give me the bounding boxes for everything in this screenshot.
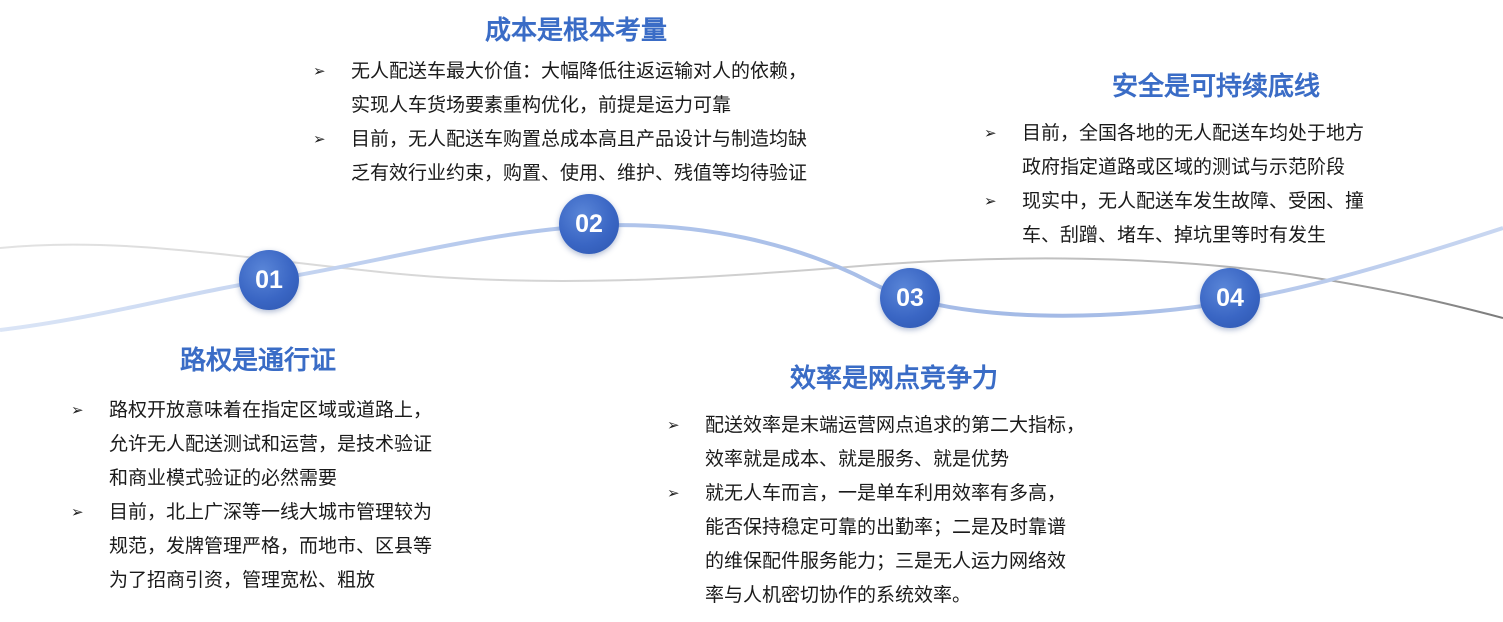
section-title: 路权是通行证: [180, 346, 337, 376]
arrow-bullet-icon: ➢: [667, 484, 680, 502]
bullet-list: ➢ 无人配送车最大价值：大幅降低往返运输对人的依赖， 实现人车货场要素重构优化，…: [311, 54, 807, 190]
step-node-label: 02: [575, 209, 603, 238]
bullet-item: ➢ 配送效率是末端运营网点追求的第二大指标， 效率就是成本、就是服务、就是优势: [665, 408, 1085, 476]
arrow-bullet-icon: ➢: [71, 401, 84, 419]
section-title: 成本是根本考量: [485, 16, 668, 46]
step-node-01: 01: [239, 250, 299, 310]
bullet-line: 能否保持稳定可靠的出勤率；二是及时靠谱: [705, 516, 1067, 538]
bullet-item: ➢ 目前，全国各地的无人配送车均处于地方 政府指定道路或区域的测试与示范阶段: [982, 116, 1364, 184]
bullet-line: 效率就是成本、就是服务、就是优势: [705, 448, 1010, 470]
step-node-03: 03: [880, 268, 940, 328]
step-node-04: 04: [1200, 268, 1260, 328]
section-cost: 成本是根本考量 ➢ 无人配送车最大价值：大幅降低往返运输对人的依赖， 实现人车货…: [311, 14, 807, 190]
bullet-line: 实现人车货场要素重构优化，前提是运力可靠: [351, 94, 732, 116]
bullet-line: 率与人机密切协作的系统效率。: [705, 584, 972, 606]
gray-curve: [0, 243, 1503, 319]
bullet-line: 允许无人配送测试和运营，是技术验证: [109, 433, 433, 455]
bullet-line: 配送效率是末端运营网点追求的第二大指标，: [705, 414, 1086, 436]
bullet-item: ➢ 现实中，无人配送车发生故障、受困、撞 车、刮蹭、堵车、掉坑里等时有发生: [982, 184, 1364, 252]
step-node-label: 03: [896, 283, 924, 312]
section-right-of-way: 路权是通行证 ➢ 路权开放意味着在指定区域或道路上， 允许无人配送测试和运营，是…: [69, 344, 432, 597]
section-safety: 安全是可持续底线 ➢ 目前，全国各地的无人配送车均处于地方 政府指定道路或区域的…: [982, 70, 1364, 252]
arrow-bullet-icon: ➢: [313, 130, 326, 148]
bullet-list: ➢ 路权开放意味着在指定区域或道路上， 允许无人配送测试和运营，是技术验证 和商…: [69, 393, 432, 597]
bullet-line: 政府指定道路或区域的测试与示范阶段: [1022, 156, 1346, 178]
step-node-label: 04: [1216, 283, 1244, 312]
bullet-line: 路权开放意味着在指定区域或道路上，: [109, 399, 433, 421]
bullet-item: ➢ 目前，北上广深等一线大城市管理较为 规范，发牌管理严格，而地市、区县等 为了…: [69, 495, 432, 597]
bullet-line: 车、刮蹭、堵车、掉坑里等时有发生: [1022, 224, 1327, 246]
arrow-bullet-icon: ➢: [984, 192, 997, 210]
section-efficiency: 效率是网点竞争力 ➢ 配送效率是末端运营网点追求的第二大指标， 效率就是成本、就…: [665, 362, 1085, 612]
bullet-line: 规范，发牌管理严格，而地市、区县等: [109, 535, 433, 557]
bullet-line: 现实中，无人配送车发生故障、受困、撞: [1022, 190, 1365, 212]
bullet-list: ➢ 配送效率是末端运营网点追求的第二大指标， 效率就是成本、就是服务、就是优势 …: [665, 408, 1085, 612]
bullet-item: ➢ 就无人车而言，一是单车利用效率有多高， 能否保持稳定可靠的出勤率；二是及时靠…: [665, 476, 1085, 612]
bullet-line: 目前，全国各地的无人配送车均处于地方: [1022, 122, 1365, 144]
arrow-bullet-icon: ➢: [313, 62, 326, 80]
section-title: 安全是可持续底线: [1112, 72, 1321, 102]
bullet-line: 乏有效行业约束，购置、使用、维护、残值等均待验证: [351, 162, 808, 184]
section-title: 效率是网点竞争力: [790, 364, 999, 394]
bullet-item: ➢ 目前，无人配送车购置总成本高且产品设计与制造均缺 乏有效行业约束，购置、使用…: [311, 122, 807, 190]
arrow-bullet-icon: ➢: [984, 124, 997, 142]
bullet-line: 目前，无人配送车购置总成本高且产品设计与制造均缺: [351, 128, 808, 150]
bullet-item: ➢ 路权开放意味着在指定区域或道路上， 允许无人配送测试和运营，是技术验证 和商…: [69, 393, 432, 495]
bullet-item: ➢ 无人配送车最大价值：大幅降低往返运输对人的依赖， 实现人车货场要素重构优化，…: [311, 54, 807, 122]
bullet-line: 和商业模式验证的必然需要: [109, 467, 338, 489]
step-node-02: 02: [559, 194, 619, 254]
bullet-list: ➢ 目前，全国各地的无人配送车均处于地方 政府指定道路或区域的测试与示范阶段 ➢…: [982, 116, 1364, 252]
arrow-bullet-icon: ➢: [667, 416, 680, 434]
bullet-line: 就无人车而言，一是单车利用效率有多高，: [705, 482, 1067, 504]
bullet-line: 目前，北上广深等一线大城市管理较为: [109, 501, 433, 523]
bullet-line: 为了招商引资，管理宽松、粗放: [109, 569, 376, 591]
bullet-line: 无人配送车最大价值：大幅降低往返运输对人的依赖，: [351, 60, 808, 82]
arrow-bullet-icon: ➢: [71, 503, 84, 521]
step-node-label: 01: [255, 265, 283, 294]
bullet-line: 的维保配件服务能力；三是无人运力网络效: [705, 550, 1067, 572]
